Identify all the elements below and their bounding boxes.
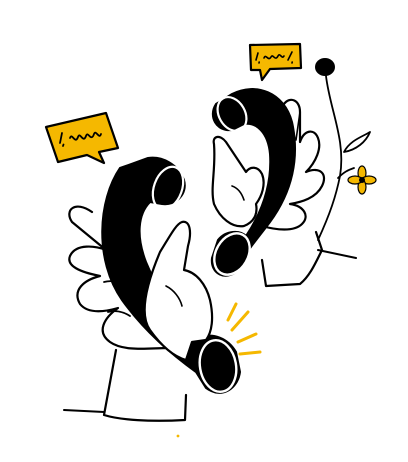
right-hand-front: [211, 135, 265, 228]
speech-bubble-left: [44, 111, 120, 165]
accent-dot: [176, 434, 180, 438]
left-hand-front: [143, 220, 214, 362]
phone-handset-right: [210, 88, 297, 277]
right-arm-sleeve: [260, 230, 357, 288]
speech-bubble-right: [248, 42, 303, 82]
ring-burst-icon: [226, 302, 262, 356]
left-arm-sleeve: [63, 348, 188, 422]
flower-icon: [315, 58, 377, 241]
